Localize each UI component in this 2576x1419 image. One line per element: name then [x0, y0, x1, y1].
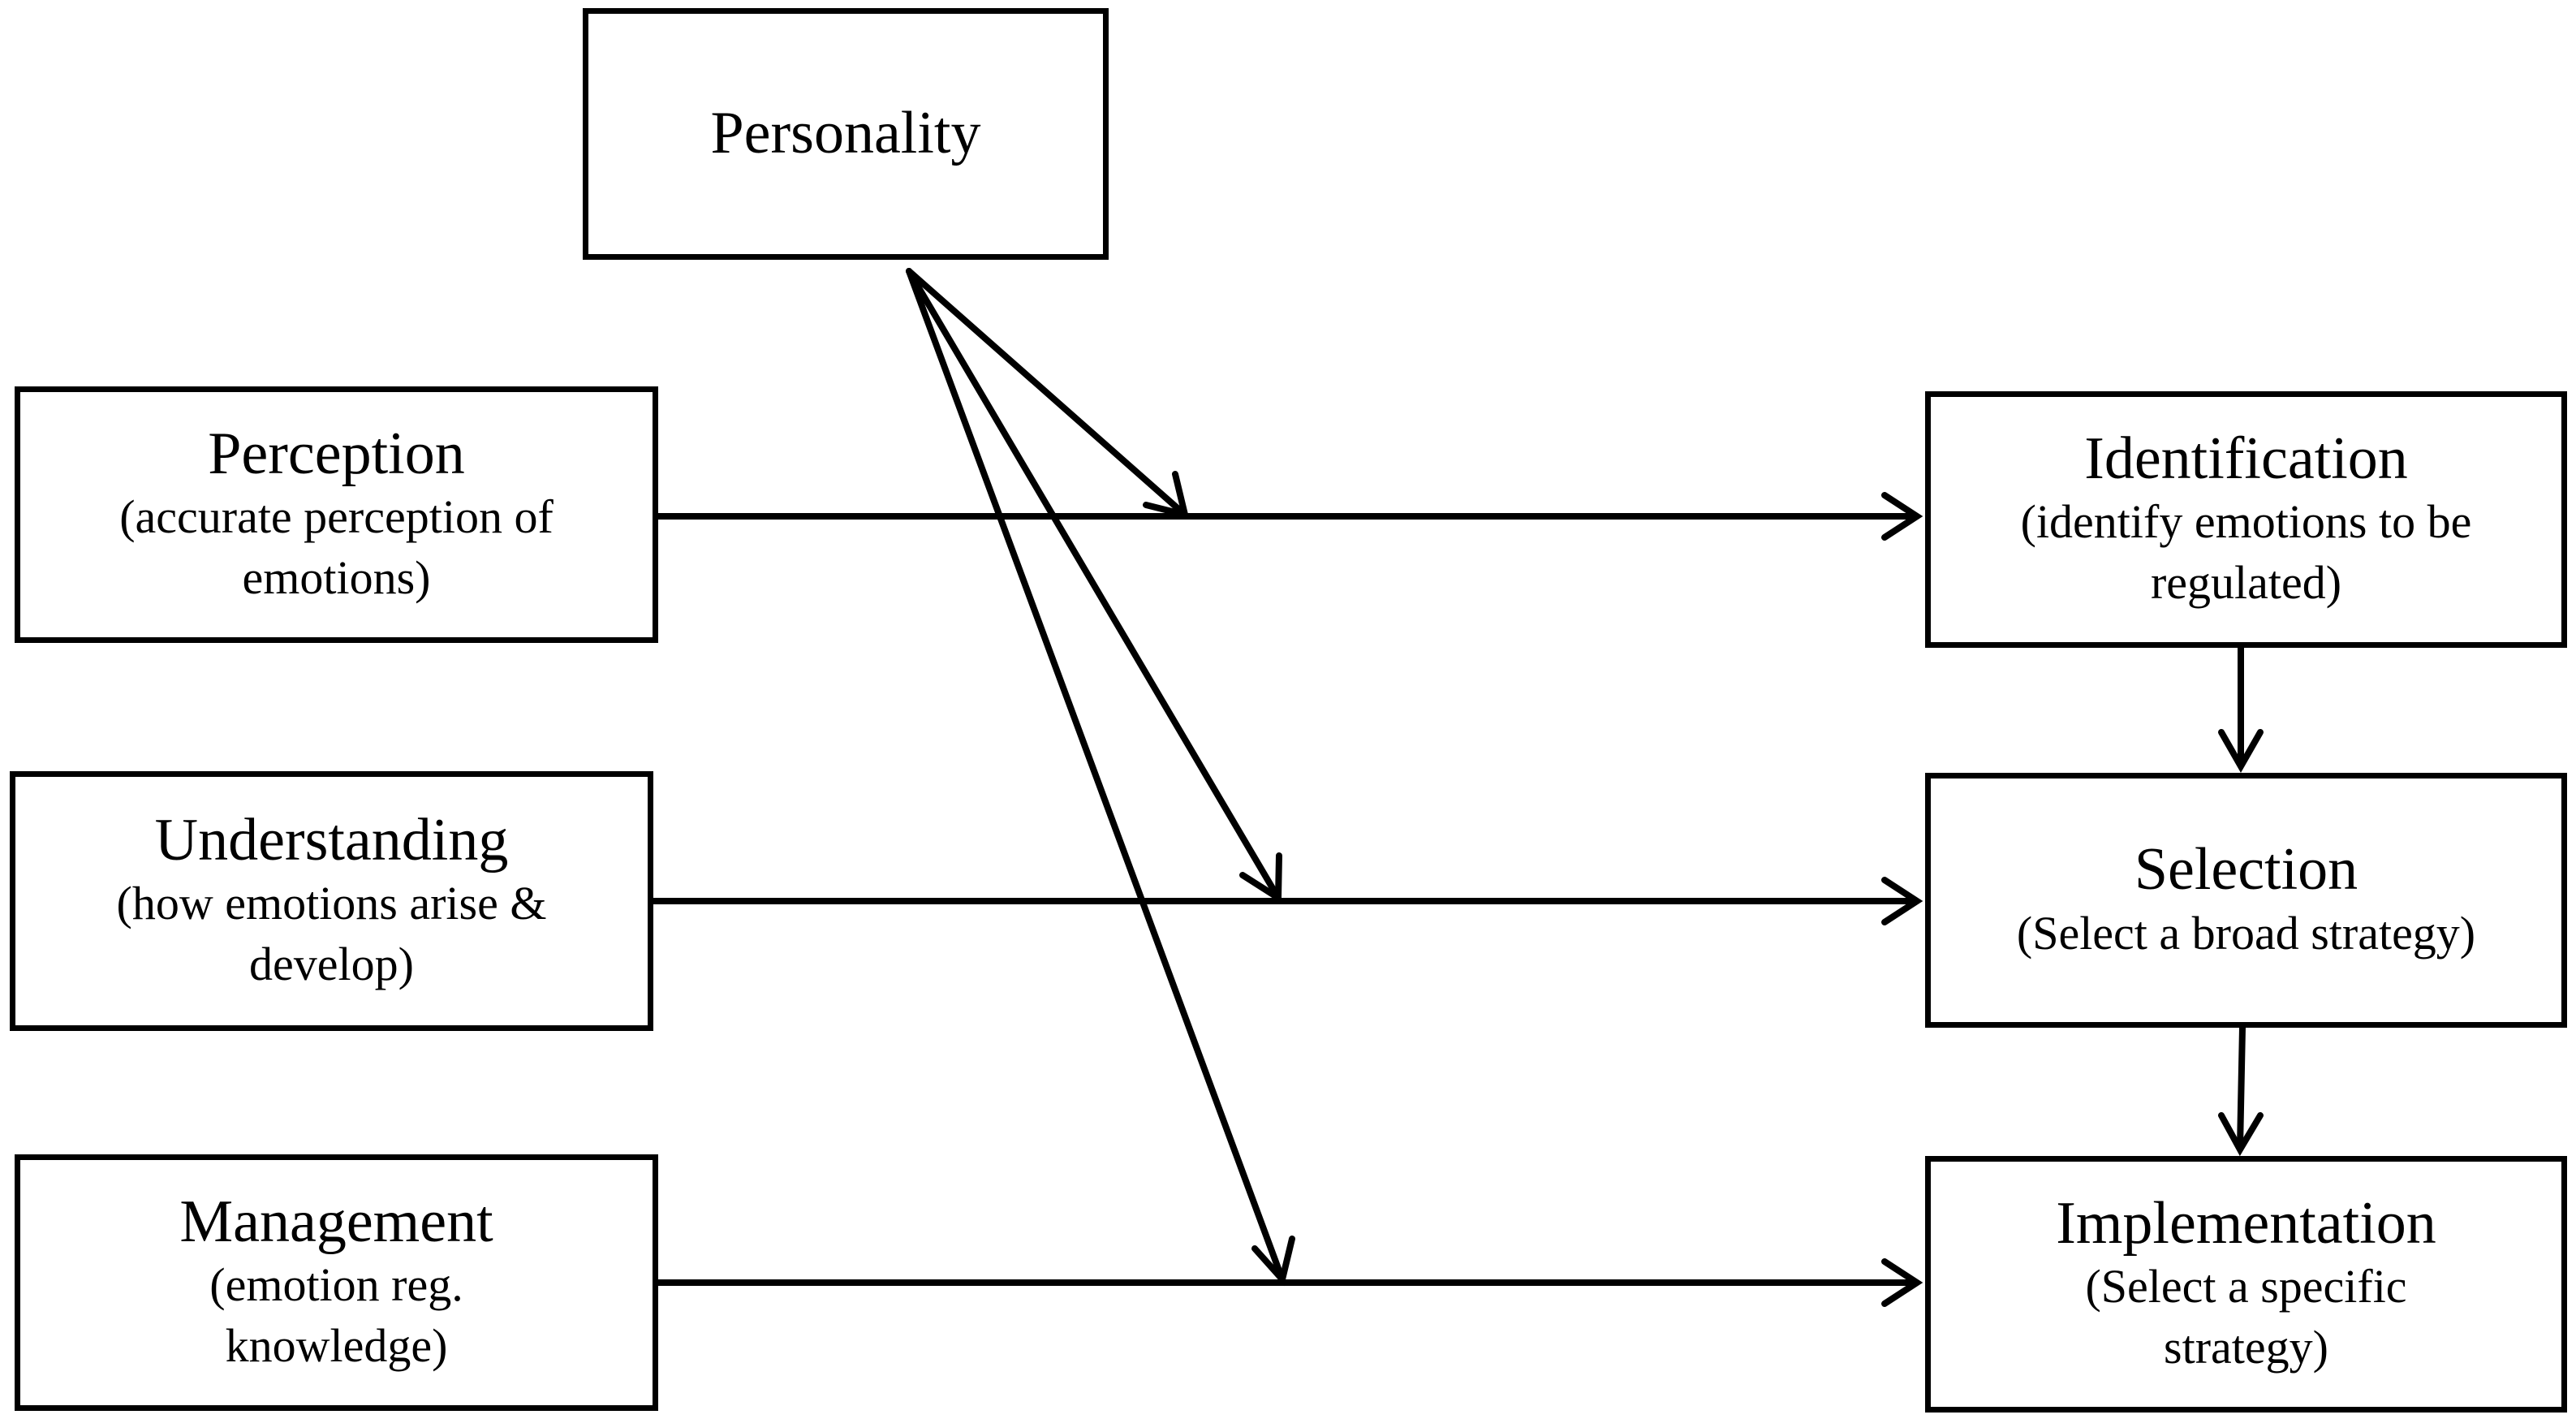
node-implementation-title: Implementation [2056, 1190, 2436, 1257]
node-selection: Selection (Select a broad strategy) [1925, 773, 2567, 1028]
edge-management-implementation [655, 1258, 1923, 1307]
node-management: Management (emotion reg. knowledge) [15, 1154, 658, 1411]
node-selection-desc: (Select a broad strategy) [2016, 906, 2476, 960]
edge-personality-perception-path [906, 268, 1190, 520]
edge-personality-understanding-path [906, 268, 1282, 904]
node-identification: Identification (identify emotions to be … [1925, 391, 2567, 648]
edge-understanding-selection [650, 877, 1923, 925]
edge-personality-management-path [906, 268, 1295, 1287]
node-management-desc: (emotion reg. knowledge) [209, 1258, 463, 1372]
node-understanding-desc: (how emotions arise & develop) [116, 877, 547, 990]
node-perception: Perception (accurate perception of emoti… [15, 386, 658, 643]
node-perception-title: Perception [208, 421, 465, 488]
edge-identification-selection [2218, 645, 2264, 774]
node-selection-title: Selection [2134, 836, 2358, 904]
node-management-title: Management [179, 1188, 493, 1256]
node-implementation-desc: (Select a specific strategy) [2085, 1260, 2407, 1374]
node-understanding: Understanding (how emotions arise & deve… [10, 771, 653, 1031]
edge-perception-identification [655, 492, 1923, 541]
node-personality: Personality [583, 8, 1109, 260]
node-perception-desc: (accurate perception of emotions) [119, 490, 554, 604]
edge-selection-implementation [2218, 1024, 2264, 1157]
node-understanding-title: Understanding [154, 807, 509, 874]
node-personality-title: Personality [710, 100, 981, 167]
node-identification-title: Identification [2084, 425, 2408, 493]
node-implementation: Implementation (Select a specific strate… [1925, 1156, 2567, 1413]
node-identification-desc: (identify emotions to be regulated) [2020, 495, 2472, 609]
